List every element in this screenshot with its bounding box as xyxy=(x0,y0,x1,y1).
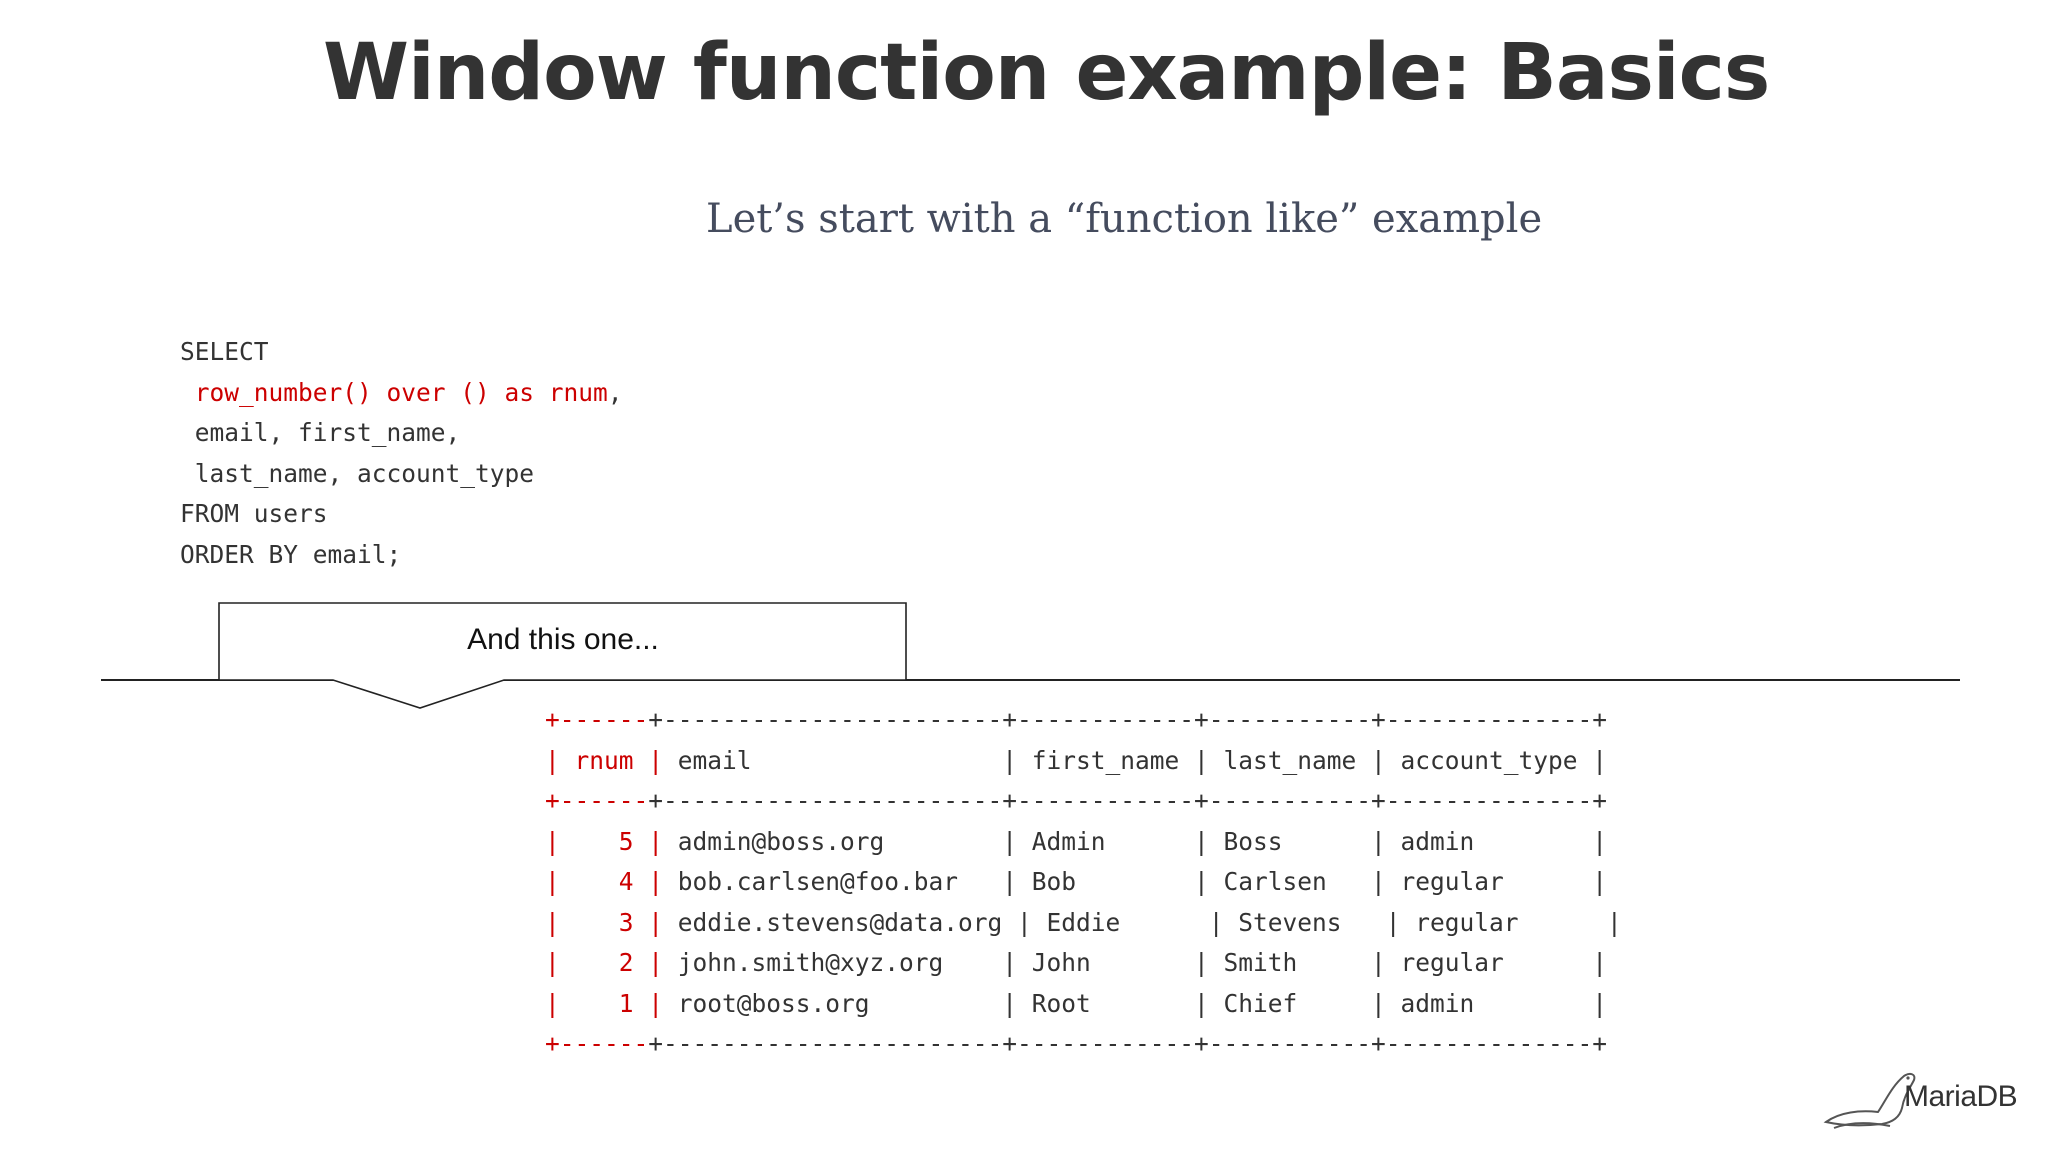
result-table: +------+-----------------------+--------… xyxy=(545,700,1622,1065)
slide-title: Window function example: Basics xyxy=(323,28,1770,118)
slide-subtitle: Let’s start with a “function like” examp… xyxy=(706,196,1543,242)
sql-line-rownumber: row_number() over () as rnum, xyxy=(180,373,623,414)
result-border-mid: +------+-----------------------+--------… xyxy=(545,786,1608,815)
result-border-top: +------+-----------------------+--------… xyxy=(545,705,1608,734)
sql-line-rownumber-rest: , xyxy=(607,377,623,407)
sql-line-select: SELECT xyxy=(180,337,269,366)
result-header-rnum: | rnum | xyxy=(545,745,664,775)
sql-code-block: SELECT row_number() over () as rnum, ema… xyxy=(180,332,623,575)
table-row: | 3 | eddie.stevens@data.org | Eddie | S… xyxy=(545,907,1622,937)
mariadb-logo-text: MariaDB xyxy=(1904,1080,2018,1113)
callout-box xyxy=(218,602,907,709)
sql-window-function: row_number() over () as rnum xyxy=(194,377,608,407)
seal-icon xyxy=(1823,1072,1916,1129)
table-row: | 4 | bob.carlsen@foo.bar | Bob | Carlse… xyxy=(545,867,1608,896)
callout-text: And this one... xyxy=(467,623,659,656)
result-border-bottom: +------+-----------------------+--------… xyxy=(545,1029,1608,1058)
result-header-row: | rnum | email | first_name | last_name … xyxy=(545,741,1622,782)
table-row: | 1 | root@boss.org | Root | Chief | adm… xyxy=(545,988,1608,1018)
sql-line-columns-1: email, first_name, xyxy=(194,418,461,447)
table-row: | 2 | john.smith@xyz.org | John | Smith … xyxy=(545,948,1608,977)
table-row: | 5 | admin@boss.org | Admin | Boss | ad… xyxy=(545,826,1608,856)
sql-line-from: FROM users xyxy=(180,499,328,528)
sql-line-columns-2: last_name, account_type xyxy=(194,458,535,488)
sql-line-orderby: ORDER BY email; xyxy=(180,539,402,569)
result-header-columns: email | first_name | last_name | account… xyxy=(663,745,1608,775)
